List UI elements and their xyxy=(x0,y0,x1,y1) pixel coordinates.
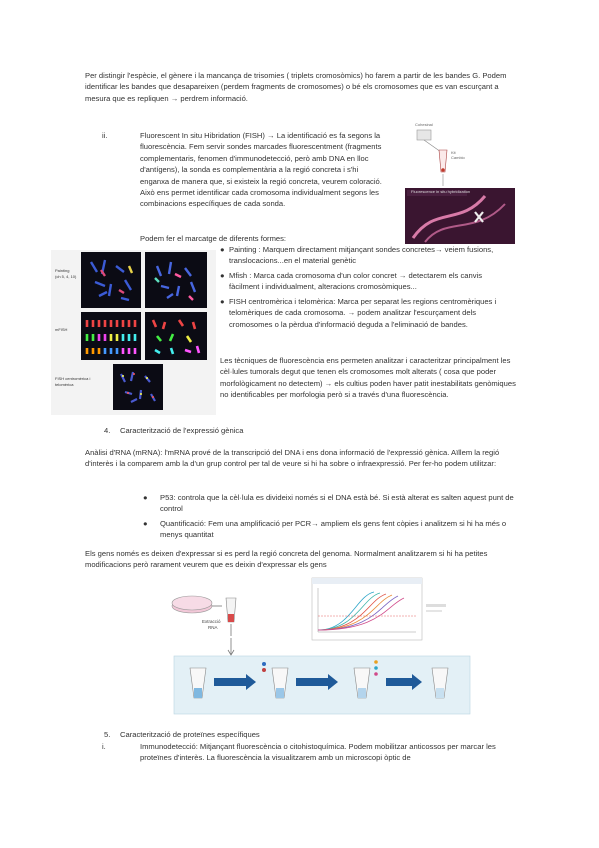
figure-label-centro: FISH centromèrica i xyxy=(55,376,91,381)
rna-pcr-svg xyxy=(171,577,471,715)
rna-pcr-figure: Extracció RNA xyxy=(160,576,482,716)
bullet-dot: ● xyxy=(220,245,225,254)
intro-paragraph: Per distingir l'espècie, el gènere i la … xyxy=(85,71,507,103)
section-5-title: Caracterització de proteïnes específique… xyxy=(120,730,260,739)
figure-label-mfish: mFISH xyxy=(55,327,68,332)
figure-label-telo: telomèrica xyxy=(55,382,74,387)
rna-label-rna: RNA xyxy=(208,625,218,630)
list-marker-ii: ii. xyxy=(102,131,108,140)
rna-label-extraction: Extracció xyxy=(202,619,221,624)
mrna-bullet-quantificacio: Quantificació: Fem una amplificació per … xyxy=(160,519,507,540)
bullet-dot: ● xyxy=(143,493,148,502)
fish-forms-intro: Podem fer el marcatge de diferents forme… xyxy=(140,234,287,243)
fish-paragraph: Fluorescent In situ Hibridation (FISH) →… xyxy=(140,131,382,209)
section-4-title: Caracterització de l'expressió gènica xyxy=(120,426,244,435)
painting-image-2 xyxy=(145,252,207,308)
mfish-image-1 xyxy=(81,312,141,360)
fish-procedure-diagram: Cohesinal Kit Cambio Fluorescence in sit… xyxy=(405,122,515,244)
painting-image-1 xyxy=(81,252,141,308)
fish-diagram-svg xyxy=(405,129,515,244)
figure-label-painting-sub: (ch 5, 4, 10) xyxy=(55,274,77,279)
centromeric-image xyxy=(113,364,163,410)
diagram-label-kit: Kit xyxy=(451,150,456,155)
section-4-number: 4. xyxy=(104,426,111,435)
immunodetection-paragraph: Immunodetecció: Mitjançant fluorescència… xyxy=(140,742,496,763)
section-5-number: 5. xyxy=(104,730,111,739)
fish-images-figure: Painting (ch 5, 4, 10) mFISH FISH centro… xyxy=(51,250,216,415)
diagram-label-top: Cohesinal xyxy=(415,122,433,127)
mrna-bullet-p53: P53: controla que la cèl·lula es dividei… xyxy=(160,493,514,514)
fish-bullet-centromeric: FISH centromèrica i telomèrica: Marca pe… xyxy=(229,297,497,329)
bullet-dot: ● xyxy=(143,519,148,528)
diagram-label-cambio: Cambio xyxy=(451,155,465,160)
list-marker-i: i. xyxy=(102,742,106,751)
bullet-dot: ● xyxy=(220,271,225,280)
fish-bullet-painting: Painting : Marquem directament mitjançan… xyxy=(229,245,494,266)
fish-techniques-paragraph: Les tècniques de fluorescència ens perme… xyxy=(220,356,516,400)
genes-paragraph: Els gens només es deixen d'expressar si … xyxy=(85,549,488,570)
bullet-dot: ● xyxy=(220,297,225,306)
fish-bullet-mfish: Mfish : Marca cada cromosoma d'un color … xyxy=(229,271,482,292)
mrna-paragraph: Anàlisi d'RNA (mRNA): l'mRNA prové de la… xyxy=(85,448,500,469)
diagram-label-hybrid: Fluorescence in situ hybridization xyxy=(411,189,471,194)
mfish-image-2 xyxy=(145,312,207,360)
figure-label-painting: Painting xyxy=(55,268,70,273)
